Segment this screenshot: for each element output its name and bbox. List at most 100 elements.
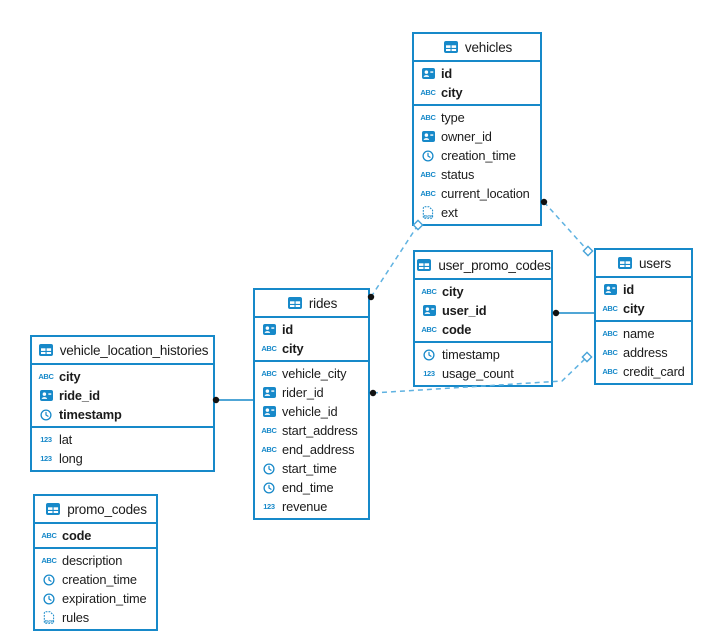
text-abc-icon: ABC — [420, 188, 436, 198]
table-header[interactable]: promo_codes — [35, 496, 156, 524]
person-id-icon — [260, 387, 278, 398]
table-title: vehicle_location_histories — [59, 342, 209, 358]
person-id-icon — [419, 68, 437, 79]
table-icon — [37, 344, 55, 356]
column-label: name — [623, 326, 655, 341]
column-label: end_time — [282, 480, 334, 495]
table-header[interactable]: users — [596, 250, 691, 278]
table-icon — [44, 503, 62, 515]
column-label: vehicle_city — [282, 366, 347, 381]
table-title: user_promo_codes — [438, 257, 551, 273]
column-rules[interactable]: JSON rules — [35, 608, 156, 627]
number-123-icon: 123 — [263, 501, 275, 511]
clock-icon — [419, 149, 437, 162]
table-title: users — [638, 255, 671, 271]
column-label: id — [282, 322, 294, 337]
text-abc-icon: ABC — [602, 347, 618, 357]
json-icon: JSON — [419, 206, 437, 219]
table-title: promo_codes — [67, 501, 147, 517]
column-vehicle_id[interactable]: vehicle_id — [255, 402, 368, 421]
column-timestamp[interactable]: timestamp — [32, 405, 213, 424]
column-label: type — [441, 110, 465, 125]
column-label: address — [623, 345, 668, 360]
column-id[interactable]: id — [414, 64, 540, 83]
column-label: code — [62, 528, 92, 543]
clock-icon — [40, 592, 58, 605]
person-id-icon — [420, 305, 438, 316]
column-label: city — [442, 284, 464, 299]
column-address[interactable]: ABC address — [596, 343, 691, 362]
table-header[interactable]: user_promo_codes — [415, 252, 551, 280]
table-header[interactable]: rides — [255, 290, 368, 318]
column-label: start_address — [282, 423, 358, 438]
text-abc-icon: ABC — [261, 444, 277, 454]
table-header[interactable]: vehicle_location_histories — [32, 337, 213, 365]
column-expiration_time[interactable]: expiration_time — [35, 589, 156, 608]
column-label: description — [62, 553, 123, 568]
column-long[interactable]: 123 long — [32, 449, 213, 468]
number-123-icon: 123 — [40, 453, 52, 463]
column-creation_time[interactable]: creation_time — [35, 570, 156, 589]
column-label: code — [442, 322, 472, 337]
column-owner_id[interactable]: owner_id — [414, 127, 540, 146]
column-creation_time[interactable]: creation_time — [414, 146, 540, 165]
column-start_time[interactable]: start_time — [255, 459, 368, 478]
person-id-icon — [601, 284, 619, 295]
column-user_id[interactable]: user_id — [415, 301, 551, 320]
column-label: timestamp — [442, 347, 500, 362]
clock-icon — [37, 408, 55, 421]
text-abc-icon: ABC — [261, 343, 277, 353]
column-label: creation_time — [62, 572, 137, 587]
column-ride_id[interactable]: ride_id — [32, 386, 213, 405]
text-abc-icon: ABC — [602, 366, 618, 376]
text-abc-icon: ABC — [38, 371, 54, 381]
svg-text:JSON: JSON — [44, 618, 54, 623]
column-label: rules — [62, 610, 89, 625]
person-id-icon — [37, 390, 55, 401]
column-id[interactable]: id — [255, 320, 368, 339]
column-label: rider_id — [282, 385, 324, 400]
column-label: long — [59, 451, 83, 466]
table-title: vehicles — [464, 39, 513, 55]
column-id[interactable]: id — [596, 280, 691, 299]
column-rider_id[interactable]: rider_id — [255, 383, 368, 402]
number-123-icon: 123 — [423, 368, 435, 378]
text-abc-icon: ABC — [420, 87, 436, 97]
column-timestamp[interactable]: timestamp — [415, 345, 551, 364]
table-header[interactable]: vehicles — [414, 34, 540, 62]
column-end_time[interactable]: end_time — [255, 478, 368, 497]
column-label: id — [441, 66, 453, 81]
